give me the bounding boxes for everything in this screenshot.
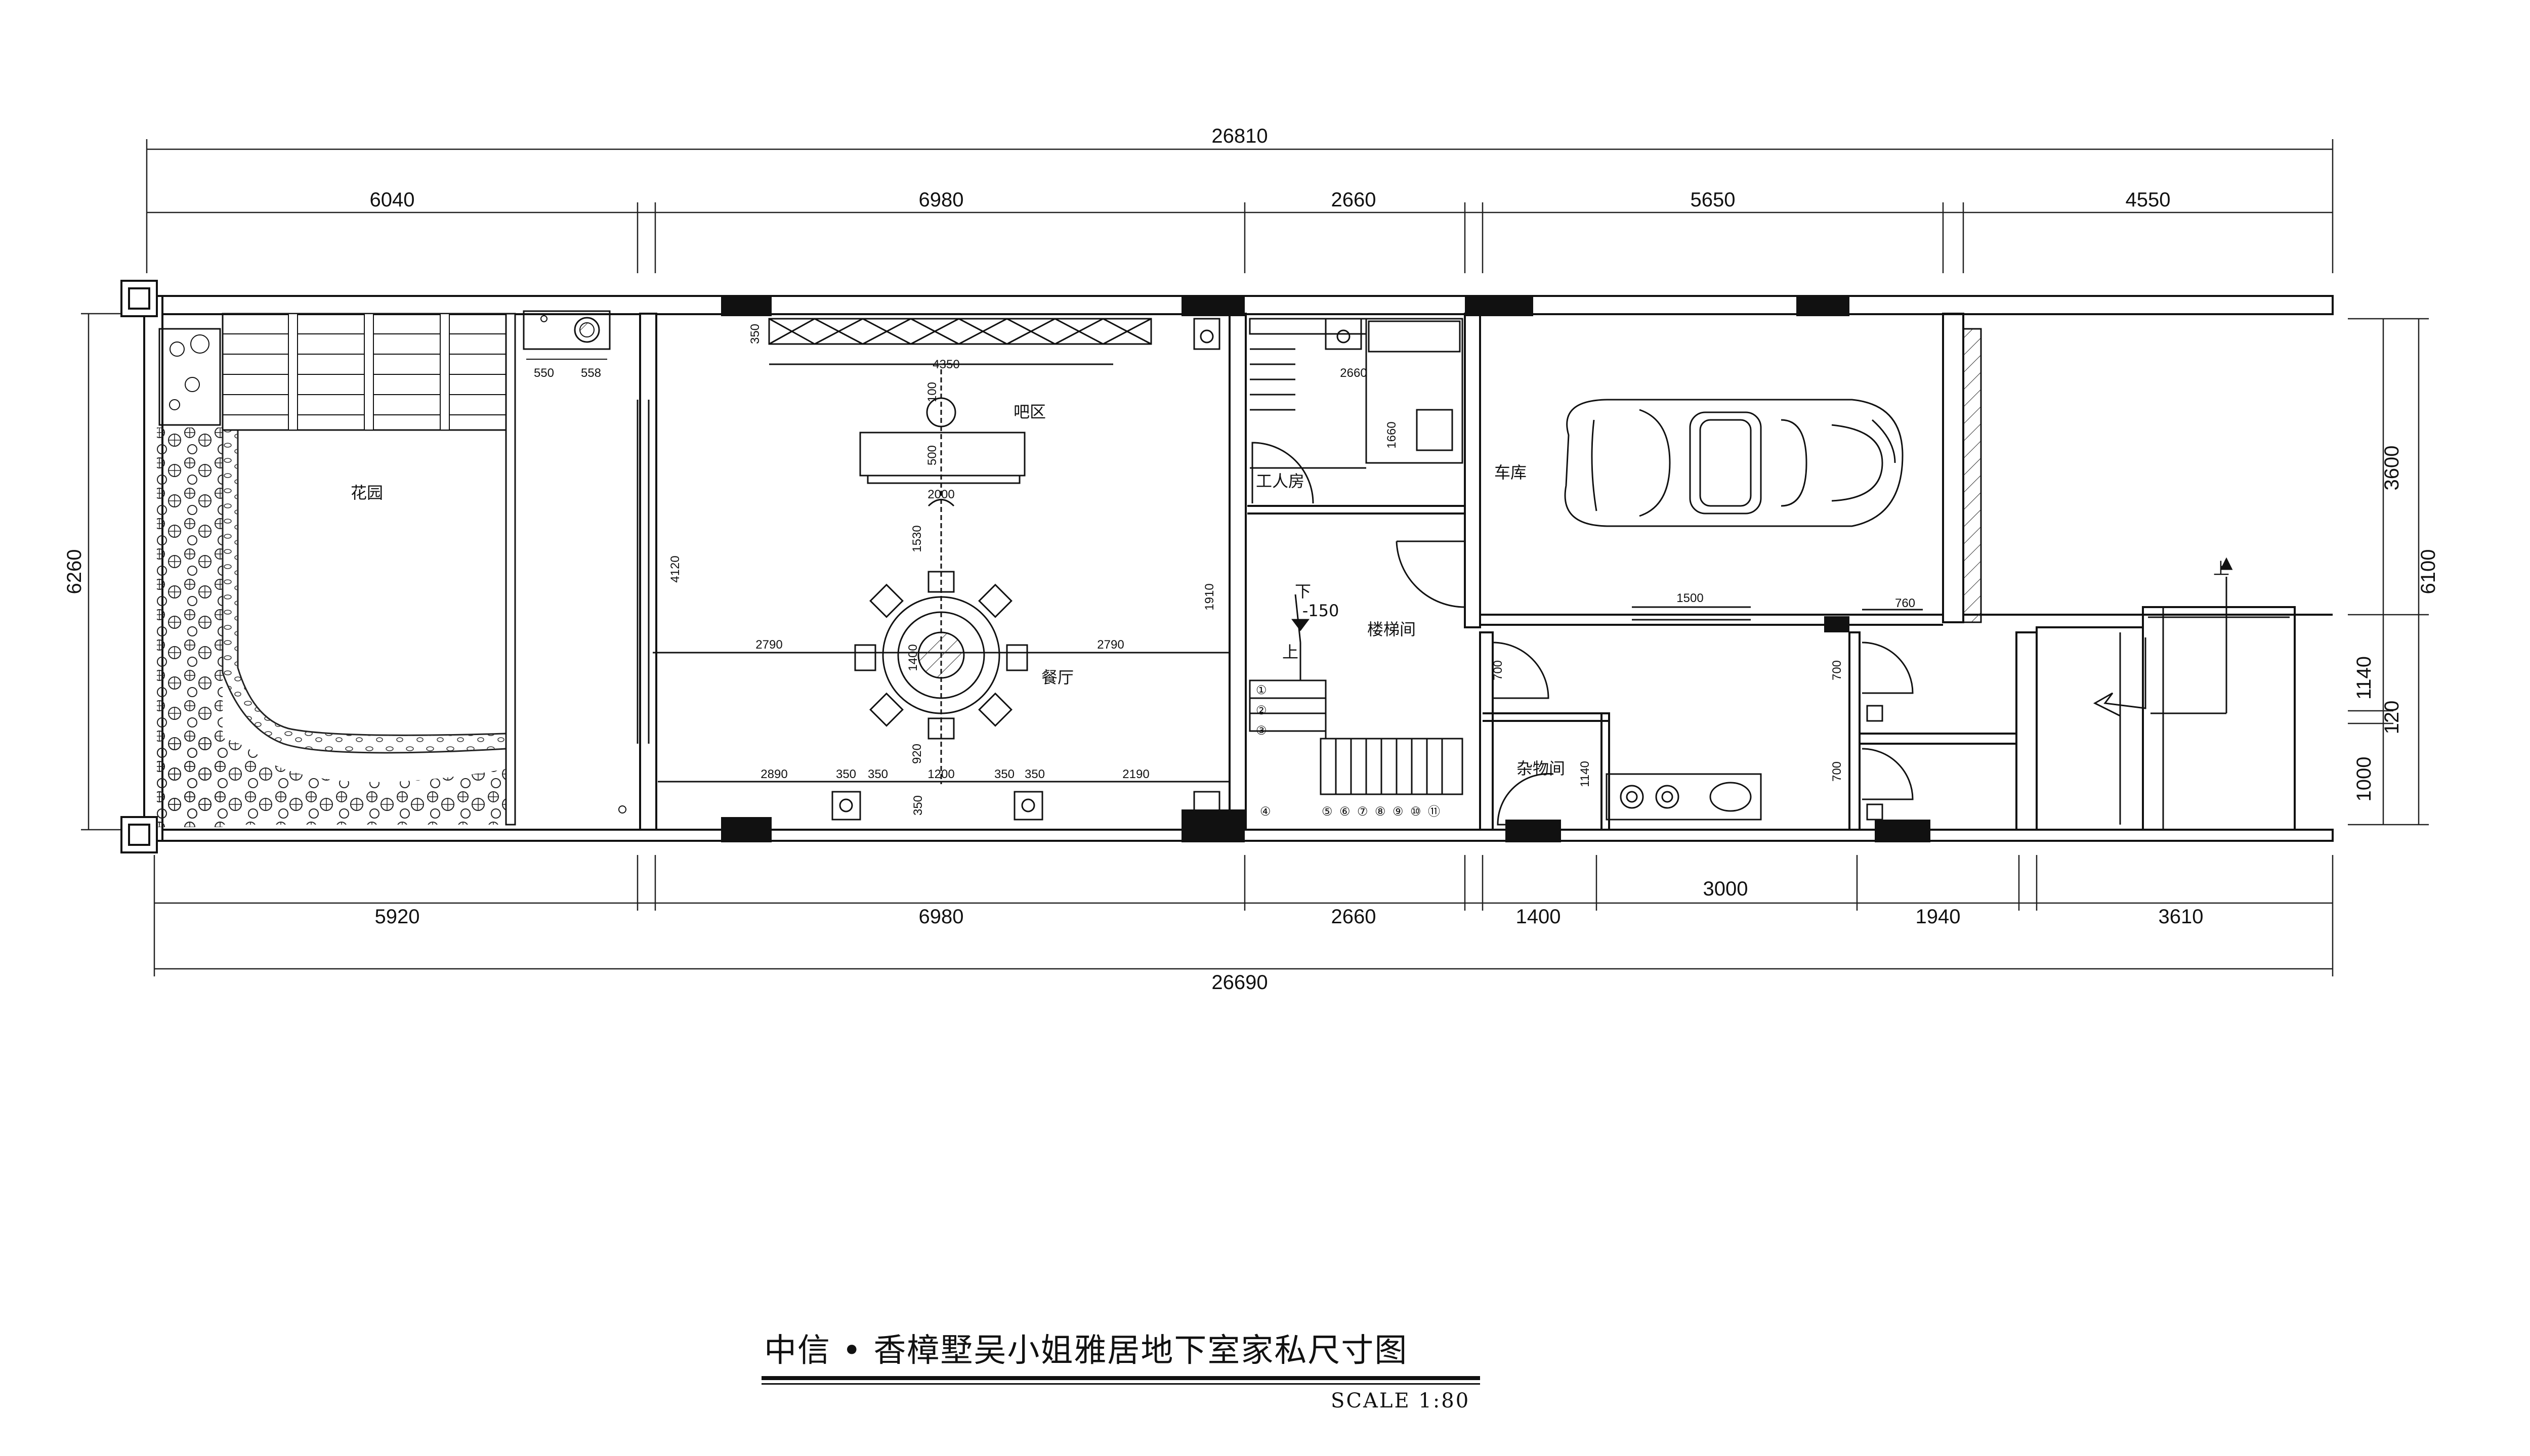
drawing-title: 中信 • 香樟墅吴小姐雅居地下室家私尺寸图 — [764, 1332, 1408, 1369]
title-underline-thin — [762, 1383, 1480, 1385]
room-label-stair: 楼梯间 — [1367, 620, 1416, 639]
step-4: ④ — [1260, 805, 1271, 819]
worker-stair-area — [1229, 318, 1465, 820]
dim-760: 760 — [1895, 596, 1915, 610]
dim-2790a: 2790 — [755, 638, 782, 652]
dimension-lines-top — [146, 139, 2334, 273]
dim-top-3: 2660 — [1331, 189, 1376, 211]
dim-top-5: 4550 — [2126, 189, 2171, 211]
building-walls — [143, 295, 2334, 842]
dim-1140-inner: 1140 — [1578, 761, 1592, 787]
dim-left-total: 6260 — [63, 549, 86, 594]
dim-2000: 2000 — [927, 488, 954, 501]
dim-700c: 700 — [1830, 761, 1844, 782]
dim-100: 100 — [925, 382, 939, 402]
dim-2190: 2190 — [1122, 767, 1149, 781]
step-6: ⑥ — [1339, 805, 1351, 819]
dim-bottom-total: 26690 — [1211, 971, 1268, 994]
title-underline-thick — [762, 1376, 1480, 1380]
annotation-level: -150 — [1302, 601, 1339, 620]
room-label-garden: 花园 — [351, 483, 383, 502]
garage-area — [1564, 328, 1982, 623]
dim-350a: 350 — [748, 324, 762, 344]
dim-1400: 1400 — [906, 644, 920, 671]
dim-550: 550 — [534, 366, 554, 380]
dimension-lines-bottom — [153, 855, 2334, 976]
dim-920: 920 — [910, 744, 924, 764]
dim-bottom-2: 6980 — [919, 906, 964, 928]
room-label-worker: 工人房 — [1256, 472, 1304, 491]
step-11: ⑪ — [1428, 805, 1440, 819]
step-3: ③ — [1256, 724, 1267, 738]
structural-pillars — [721, 296, 1930, 842]
room-label-storage: 杂物间 — [1516, 759, 1565, 778]
dim-right-outer: 6100 — [2417, 549, 2439, 594]
storage-area — [1492, 557, 2290, 830]
dim-top-4: 5650 — [1691, 189, 1736, 211]
step-1: ① — [1256, 683, 1267, 697]
dim-top-total: 26810 — [1211, 125, 1268, 147]
dim-right-4: 1000 — [2353, 757, 2375, 802]
corner-columns — [120, 280, 158, 853]
dim-350b: 350 — [836, 767, 856, 781]
step-7: ⑦ — [1357, 805, 1368, 819]
step-9: ⑨ — [1393, 805, 1404, 819]
dim-350e: 350 — [1025, 767, 1045, 781]
drawing-scale: SCALE 1:80 — [1331, 1389, 1470, 1412]
dim-bottom-5: 3000 — [1703, 878, 1748, 900]
dim-top-1: 6040 — [370, 189, 415, 211]
room-label-garage: 车库 — [1494, 463, 1527, 482]
dim-350c: 350 — [868, 767, 888, 781]
dim-1500: 1500 — [1676, 591, 1703, 605]
dim-bottom-1: 5920 — [375, 906, 420, 928]
annotation-up-stair: 上 — [1282, 643, 1298, 662]
dim-350d: 350 — [994, 767, 1015, 781]
step-8: ⑧ — [1375, 805, 1386, 819]
dim-700b: 700 — [1830, 660, 1844, 680]
bar-dining-area — [637, 318, 1230, 821]
dim-1910: 1910 — [1203, 583, 1216, 610]
dim-bottom-4: 1400 — [1516, 906, 1561, 928]
dim-right-3: 120 — [2381, 701, 2403, 735]
dim-1200: 1200 — [927, 767, 954, 781]
dim-2890: 2890 — [761, 767, 787, 781]
annotation-down: 下 — [1295, 582, 1311, 601]
annotation-up-right: 上 — [2213, 559, 2229, 578]
step-5: ⑤ — [1322, 805, 1333, 819]
dim-top-2: 6980 — [919, 189, 964, 211]
dim-558: 558 — [581, 366, 601, 380]
garden-area — [157, 310, 626, 827]
dim-right-2: 1140 — [2353, 656, 2375, 700]
dim-700a: 700 — [1491, 660, 1505, 680]
room-label-bar: 吧区 — [1014, 402, 1046, 421]
dim-bottom-7: 3610 — [2159, 906, 2204, 928]
dim-2660-inner: 2660 — [1340, 366, 1367, 380]
dim-1660: 1660 — [1385, 421, 1399, 448]
dim-4350: 4350 — [933, 358, 959, 371]
step-2: ② — [1256, 704, 1267, 717]
dim-350f: 350 — [911, 795, 925, 816]
dim-2790b: 2790 — [1097, 638, 1124, 652]
dimension-lines-sides — [81, 313, 2429, 831]
dim-1530: 1530 — [910, 525, 924, 552]
dim-bottom-3: 2660 — [1331, 906, 1376, 928]
step-10: ⑩ — [1410, 805, 1421, 819]
room-label-dining: 餐厅 — [1041, 668, 1074, 687]
dim-right-1: 3600 — [2381, 446, 2403, 491]
dim-500: 500 — [925, 445, 939, 465]
dim-4120: 4120 — [668, 555, 682, 582]
dim-bottom-6: 1940 — [1916, 906, 1961, 928]
